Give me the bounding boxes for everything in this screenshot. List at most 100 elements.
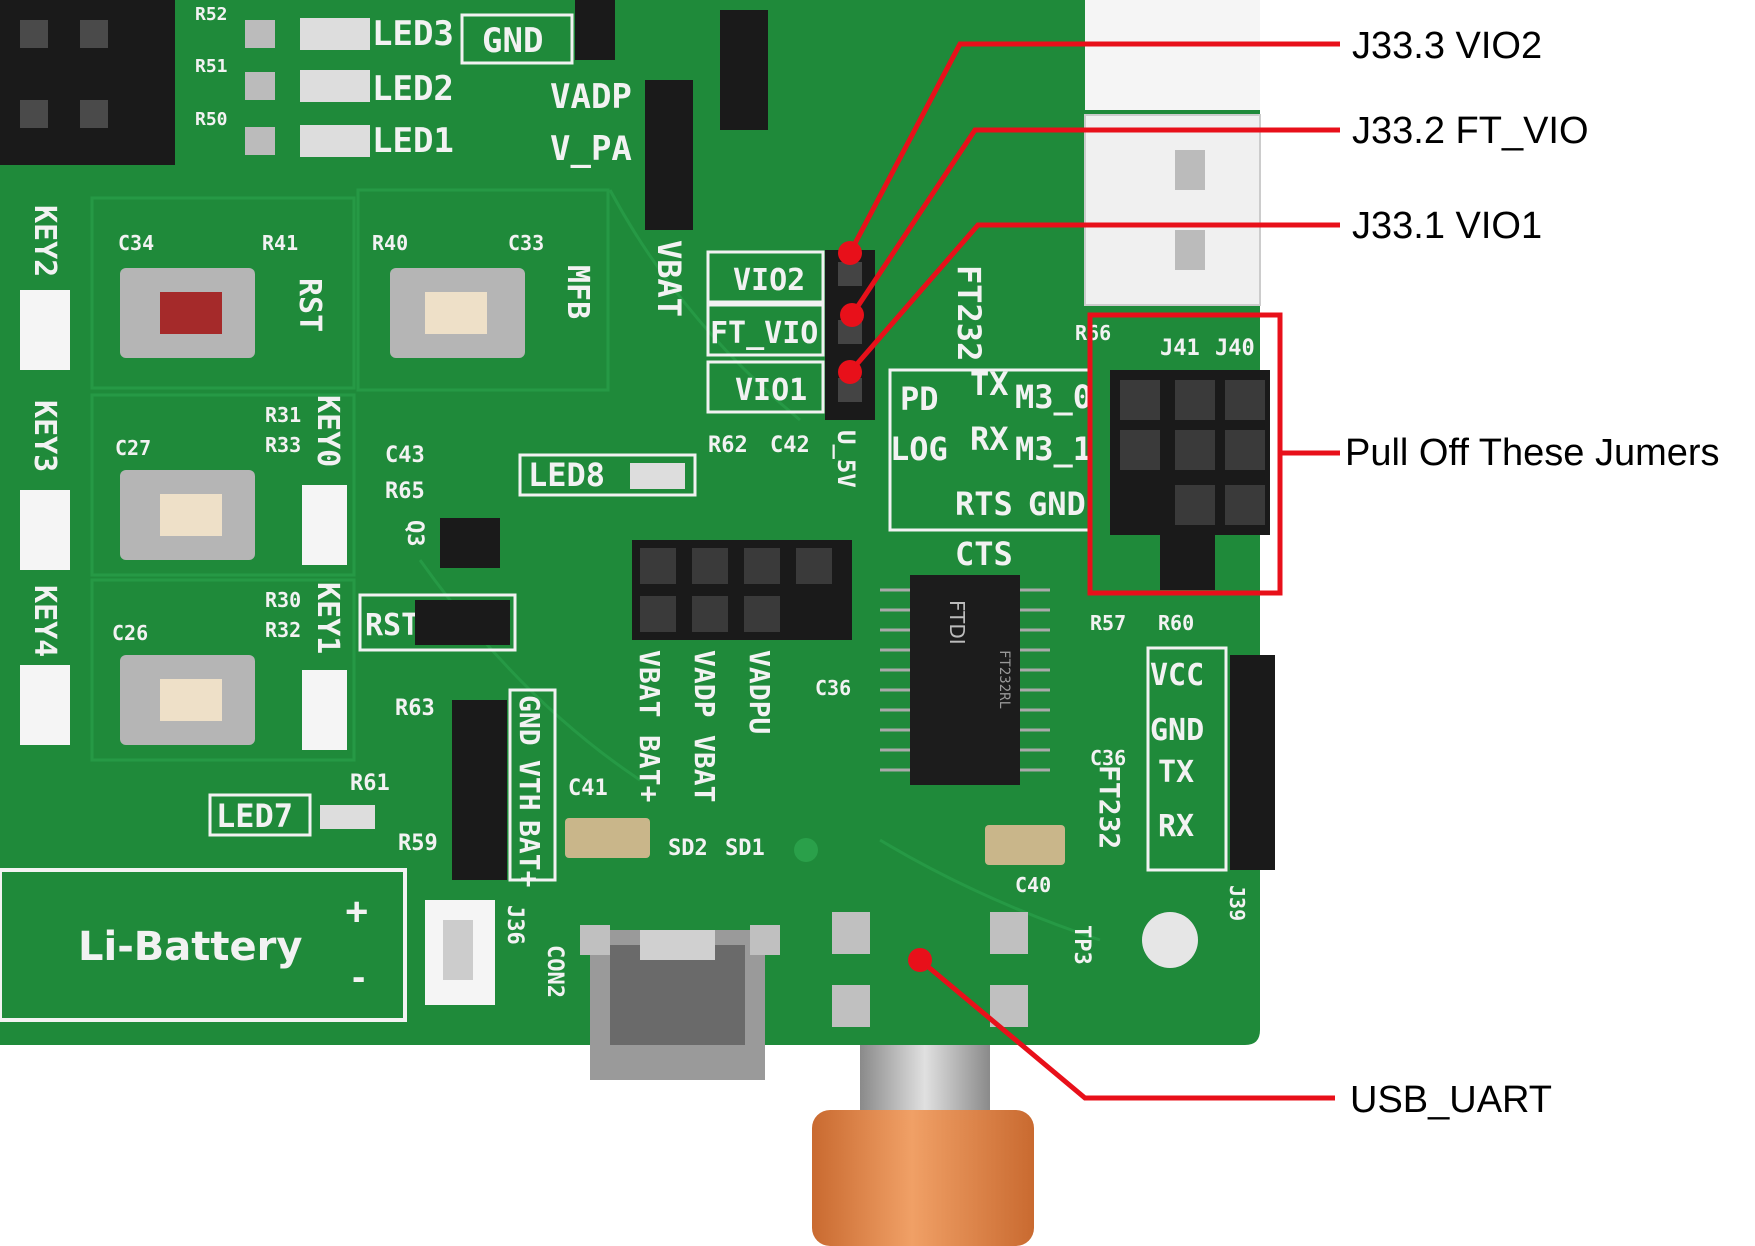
m3-0-label: M3_0 xyxy=(1015,378,1092,416)
gnd4-label: GND xyxy=(1150,713,1204,748)
r65-label: R65 xyxy=(385,479,425,504)
chip-label: FT232RL xyxy=(996,650,1012,709)
li-battery-area: Li-Battery + - J36 xyxy=(0,868,527,1022)
annotation-dots xyxy=(838,241,932,972)
m3-1-label: M3_1 xyxy=(1015,430,1092,468)
ft232-selector-area: FT232 PD LOG TX RX M3_0 M3_1 RTS GND CTS xyxy=(888,265,1092,573)
r33-label: R33 xyxy=(265,433,301,457)
top-left-header xyxy=(0,0,175,165)
rst2-label: RST xyxy=(365,608,419,643)
annotation-layer xyxy=(847,41,1340,1101)
j41-label: J41 xyxy=(1160,336,1200,361)
rx2-label: RX xyxy=(1158,809,1194,844)
r52-label: R52 xyxy=(195,4,228,25)
gnd3-label: GND xyxy=(513,695,546,746)
mfb-label: MFB xyxy=(560,265,595,319)
con2-label: CON2 xyxy=(542,945,567,998)
led7-label: LED7 xyxy=(216,797,293,835)
usb-uart-callout: USB_UART xyxy=(1350,1079,1552,1121)
rts-label: RTS xyxy=(955,485,1013,523)
r51-label: R51 xyxy=(195,56,228,77)
usb-marker xyxy=(908,948,932,972)
vadp2-label: VADP xyxy=(688,650,721,717)
j33-3-callout-line xyxy=(847,41,1340,255)
j33-2-callout-line xyxy=(849,127,1340,317)
r57-label: R57 xyxy=(1090,611,1126,635)
vbat2-label: VBAT xyxy=(688,735,721,802)
ft232-2-label: FT232 xyxy=(1093,765,1126,849)
key1-label: KEY1 xyxy=(310,582,345,654)
led1-label: LED1 xyxy=(372,121,454,161)
battery-header-area: GND VTH BAT+ LED7 R63 R61 R59 C41 SD2 SD… xyxy=(208,688,765,887)
c41-label: C41 xyxy=(568,776,608,801)
j40-label: J40 xyxy=(1215,336,1255,361)
micro-usb-connector: CON2 xyxy=(542,925,780,1080)
ft-vio-label: FT_VIO xyxy=(710,316,818,351)
vcc-label: VCC xyxy=(1150,658,1204,693)
u5v-label: U_5V xyxy=(832,430,860,488)
uart-header-area: VCC GND TX RX FT232 J39 xyxy=(1093,646,1275,921)
j39-label: J39 xyxy=(1225,885,1249,921)
ftdi-logo-label: FTDI xyxy=(945,600,969,645)
led2-label: LED2 xyxy=(372,69,454,109)
r40-label: R40 xyxy=(372,231,408,255)
r32-label: R32 xyxy=(265,618,301,642)
q3-label: Q3 xyxy=(402,520,427,547)
r50-label: R50 xyxy=(195,109,228,130)
j40-j41-headers: J41 J40 R66 xyxy=(1075,321,1270,590)
j33-3-callout: J33.3 VIO2 xyxy=(1352,25,1542,67)
battery-minus-label: - xyxy=(352,955,365,999)
top-right-connectors xyxy=(1084,0,1261,306)
sd2-label: SD2 xyxy=(668,836,708,861)
j33-area: VIO2 FT_VIO VIO1 U_5V xyxy=(706,250,875,488)
battery-plus-label: + xyxy=(345,890,368,934)
key3-label: KEY3 xyxy=(27,400,62,472)
vio1-label: VIO1 xyxy=(735,373,807,408)
j33-2-marker xyxy=(840,303,864,327)
vio2-label: VIO2 xyxy=(733,263,805,298)
rst-label: RST xyxy=(292,278,327,332)
bat-plus-label: BAT+ xyxy=(633,735,666,802)
j33-2-callout: J33.2 FT_VIO xyxy=(1352,110,1589,152)
r61-label: R61 xyxy=(350,771,390,796)
key0-label: KEY0 xyxy=(310,395,345,467)
cts-label: CTS xyxy=(955,535,1013,573)
middle-jumper-block: VBAT VADP VADPU BAT+ VBAT RST xyxy=(358,540,852,802)
usb-cable xyxy=(812,1040,1034,1246)
led8-label: LED8 xyxy=(528,456,605,494)
top-led-group: LED3 LED2 LED1 R52 R51 R50 xyxy=(195,4,454,161)
j33-3-marker xyxy=(838,241,862,265)
r66-label: R66 xyxy=(1075,321,1111,345)
power-label-group: GND VADP V_PA VBAT xyxy=(460,0,768,317)
r31-label: R31 xyxy=(265,403,301,427)
c33-label: C33 xyxy=(508,231,544,255)
r60-label: R60 xyxy=(1158,611,1194,635)
j36-label: J36 xyxy=(502,905,527,945)
li-battery-label: Li-Battery xyxy=(78,924,302,970)
rx-label: RX xyxy=(970,420,1009,458)
c34-label: C34 xyxy=(118,231,154,255)
c36b-label: C36 xyxy=(1090,746,1126,770)
c40-label: C40 xyxy=(1015,873,1051,897)
ftdi-chip: FTDI FT232RL C36 R57 R60 C36 C40 xyxy=(815,575,1194,897)
gnd-label: GND xyxy=(482,21,543,61)
c27-label: C27 xyxy=(115,436,151,460)
vadp-label: VADP xyxy=(550,77,632,117)
c26-label: C26 xyxy=(112,621,148,645)
led8-area: LED8 C43 R65 Q3 R62 C42 xyxy=(385,433,810,568)
vadpu-label: VADPU xyxy=(743,650,776,734)
v-pa-label: V_PA xyxy=(550,129,632,169)
tx-label: TX xyxy=(970,365,1009,403)
j33-1-marker xyxy=(838,360,862,384)
log-label: LOG xyxy=(890,430,948,468)
tx2-label: TX xyxy=(1158,755,1194,790)
button-group: RST MFB KEY0 KEY1 KEY2 KEY3 KEY4 C34 R41… xyxy=(20,205,595,750)
vth-label: VTH xyxy=(513,760,546,811)
c42-label: C42 xyxy=(770,433,810,458)
bat-plus2-label: BAT+ xyxy=(513,820,546,887)
vbat-label: VBAT xyxy=(633,650,666,717)
c36-label: C36 xyxy=(815,676,851,700)
jumpers-callout: Pull Off These Jumers xyxy=(1345,432,1720,474)
gnd2-label: GND xyxy=(1028,485,1086,523)
